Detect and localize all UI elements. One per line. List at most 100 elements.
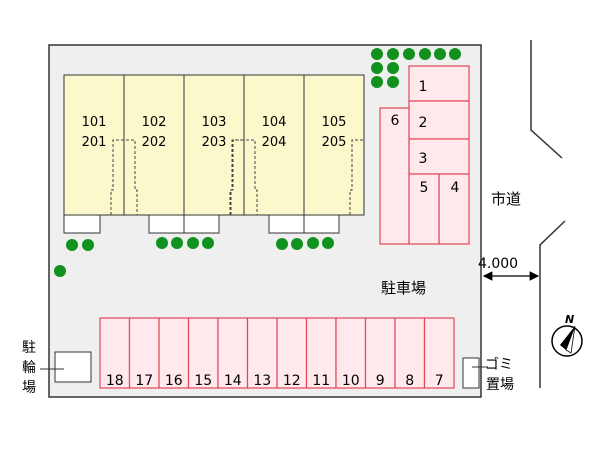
tree-icon: [276, 238, 288, 250]
parking-space-box: [408, 173, 440, 245]
parking-space-3: 3: [408, 138, 470, 175]
parking-space-number: 15: [194, 373, 212, 389]
parking-space-number: 11: [312, 373, 330, 389]
parking-space-9: 9: [364, 317, 396, 389]
tree-icon: [434, 48, 446, 60]
tree-icon: [403, 48, 415, 60]
unit-number-lower: 202: [142, 135, 167, 150]
unit-number-lower: 201: [82, 135, 107, 150]
road-label: 市道: [491, 190, 521, 208]
parking-space-number: 5: [420, 180, 429, 196]
bicycle-parking-label-1: 駐: [22, 340, 36, 356]
unit-number-upper: 102: [142, 115, 167, 130]
parking-space-number: 4: [451, 180, 460, 196]
parking-space-box: [423, 317, 455, 389]
stairwell-outline: [229, 139, 244, 215]
parking-space-4: 4: [438, 173, 470, 245]
balcony: [63, 214, 101, 234]
unit-number-lower: 205: [322, 135, 347, 150]
parking-space-number: 18: [106, 373, 124, 389]
parking-right-block: 1 2 3 4 5 6: [379, 65, 470, 245]
parking-space-number: 16: [165, 373, 183, 389]
stairwell-outline: [349, 139, 364, 215]
tree-icon: [171, 237, 183, 249]
parking-space-box: [128, 317, 160, 389]
north-label: N: [565, 313, 574, 326]
parking-space-number: 3: [419, 151, 428, 167]
parking-space-box: [217, 317, 249, 389]
trees: [54, 48, 461, 277]
parking-space-box: [394, 317, 426, 389]
parking-space-number: 1: [419, 79, 428, 95]
unit-number-upper: 104: [262, 115, 287, 130]
parking-space-box: [246, 317, 278, 389]
tree-icon: [387, 62, 399, 74]
tree-icon: [419, 48, 431, 60]
parking-space-box: [438, 173, 470, 245]
parking-space-15: 15: [187, 317, 219, 389]
parking-space-box: [99, 317, 131, 389]
tree-icon: [307, 237, 319, 249]
parking-space-number: 13: [253, 373, 271, 389]
garbage-area-box: [462, 357, 480, 389]
parking-space-5: 5: [408, 173, 440, 245]
parking-space-number: 9: [376, 373, 385, 389]
tree-icon: [291, 238, 303, 250]
parking-space-18: 18: [99, 317, 131, 389]
parking-space-number: 7: [435, 373, 444, 389]
parking-space-12: 12: [276, 317, 308, 389]
road-width-label: 4.000: [478, 256, 518, 272]
unit-number-upper: 105: [322, 115, 347, 130]
tree-icon: [187, 237, 199, 249]
tree-icon: [387, 76, 399, 88]
tree-icon: [202, 237, 214, 249]
parking-space-2: 2: [408, 100, 470, 140]
parking-space-number: 10: [342, 373, 360, 389]
parking-space-box: [158, 317, 190, 389]
unit-number-upper: 101: [82, 115, 107, 130]
parking-space-8: 8: [394, 317, 426, 389]
road-edge-upper: [530, 40, 563, 159]
tree-icon: [54, 265, 66, 277]
parking-space-11: 11: [305, 317, 337, 389]
unit-number-lower: 203: [202, 135, 227, 150]
tree-icon: [156, 237, 168, 249]
unit-number-lower: 204: [262, 135, 287, 150]
parking-space-17: 17: [128, 317, 160, 389]
parking-space-box: [408, 65, 470, 102]
bicycle-parking-box: [54, 351, 92, 383]
tree-icon: [66, 239, 78, 251]
parking-space-box: [335, 317, 367, 389]
parking-space-1: 1: [408, 65, 470, 102]
parking-space-box: [305, 317, 337, 389]
parking-space-number: 6: [391, 113, 400, 129]
parking-space-13: 13: [246, 317, 278, 389]
parking-space-box: [379, 107, 410, 245]
garbage-area-label-2: 置場: [486, 377, 514, 393]
compass-north-icon: N: [551, 313, 583, 357]
bicycle-parking-label-2: 輪: [22, 359, 36, 376]
tree-icon: [322, 237, 334, 249]
bicycle-parking-label-3: 場: [22, 380, 36, 396]
tree-icon: [82, 239, 94, 251]
stairwell-outline: [110, 139, 138, 215]
parking-space-number: 17: [135, 373, 153, 389]
parking-space-16: 16: [158, 317, 190, 389]
garbage-area-label-1: ゴミ: [485, 356, 513, 373]
parking-space-number: 2: [419, 115, 428, 131]
parking-space-6: 6: [379, 107, 410, 245]
parking-space-7: 7: [423, 317, 455, 389]
tree-icon: [371, 76, 383, 88]
road-edge-lower: [539, 220, 566, 388]
parking-space-number: 8: [405, 373, 414, 389]
tree-icon: [371, 62, 383, 74]
unit-number-upper: 103: [202, 115, 227, 130]
